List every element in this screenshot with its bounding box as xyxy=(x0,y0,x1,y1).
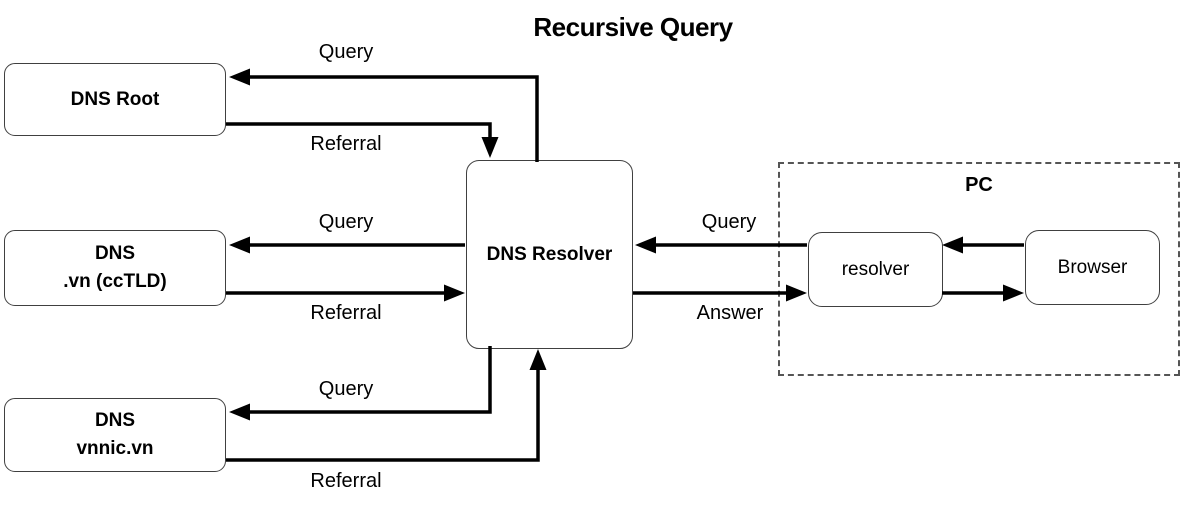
edge-label-pc-query: Query xyxy=(701,211,757,233)
pc-container: PC xyxy=(778,162,1180,376)
node-browser: Browser xyxy=(1025,230,1160,305)
edge-label-root-referral: Referral xyxy=(310,133,382,155)
node-browser-label: Browser xyxy=(1057,256,1128,278)
node-dns-cctld: DNS .vn (ccTLD) xyxy=(4,230,226,306)
edge-label-cctld-referral: Referral xyxy=(310,302,382,324)
node-dns-vnnic-line2: vnnic.vn xyxy=(76,438,154,459)
node-dns-resolver: DNS Resolver xyxy=(466,160,633,349)
edge-label-root-query: Query xyxy=(318,41,374,63)
node-dns-cctld-line2: .vn (ccTLD) xyxy=(63,271,167,292)
edge-label-vnnic-query: Query xyxy=(318,378,374,400)
node-dns-root: DNS Root xyxy=(4,63,226,136)
node-dns-cctld-line1: DNS xyxy=(94,243,136,264)
edge-label-cctld-query: Query xyxy=(318,211,374,233)
edge-label-pc-answer: Answer xyxy=(696,302,764,324)
arrow-query-to-cctld xyxy=(229,236,465,254)
node-dns-vnnic: DNS vnnic.vn xyxy=(4,398,226,472)
node-dns-root-label: DNS Root xyxy=(70,88,160,110)
pc-label: PC xyxy=(965,174,993,196)
arrow-referral-from-vnnic xyxy=(226,349,547,462)
diagram-title: Recursive Query xyxy=(533,12,733,42)
node-resolver: resolver xyxy=(808,232,943,307)
node-dns-vnnic-line1: DNS xyxy=(94,410,136,431)
node-dns-resolver-label: DNS Resolver xyxy=(486,243,613,265)
edge-label-vnnic-referral: Referral xyxy=(310,470,382,492)
node-resolver-label: resolver xyxy=(841,258,910,280)
arrow-referral-from-cctld xyxy=(226,284,465,302)
